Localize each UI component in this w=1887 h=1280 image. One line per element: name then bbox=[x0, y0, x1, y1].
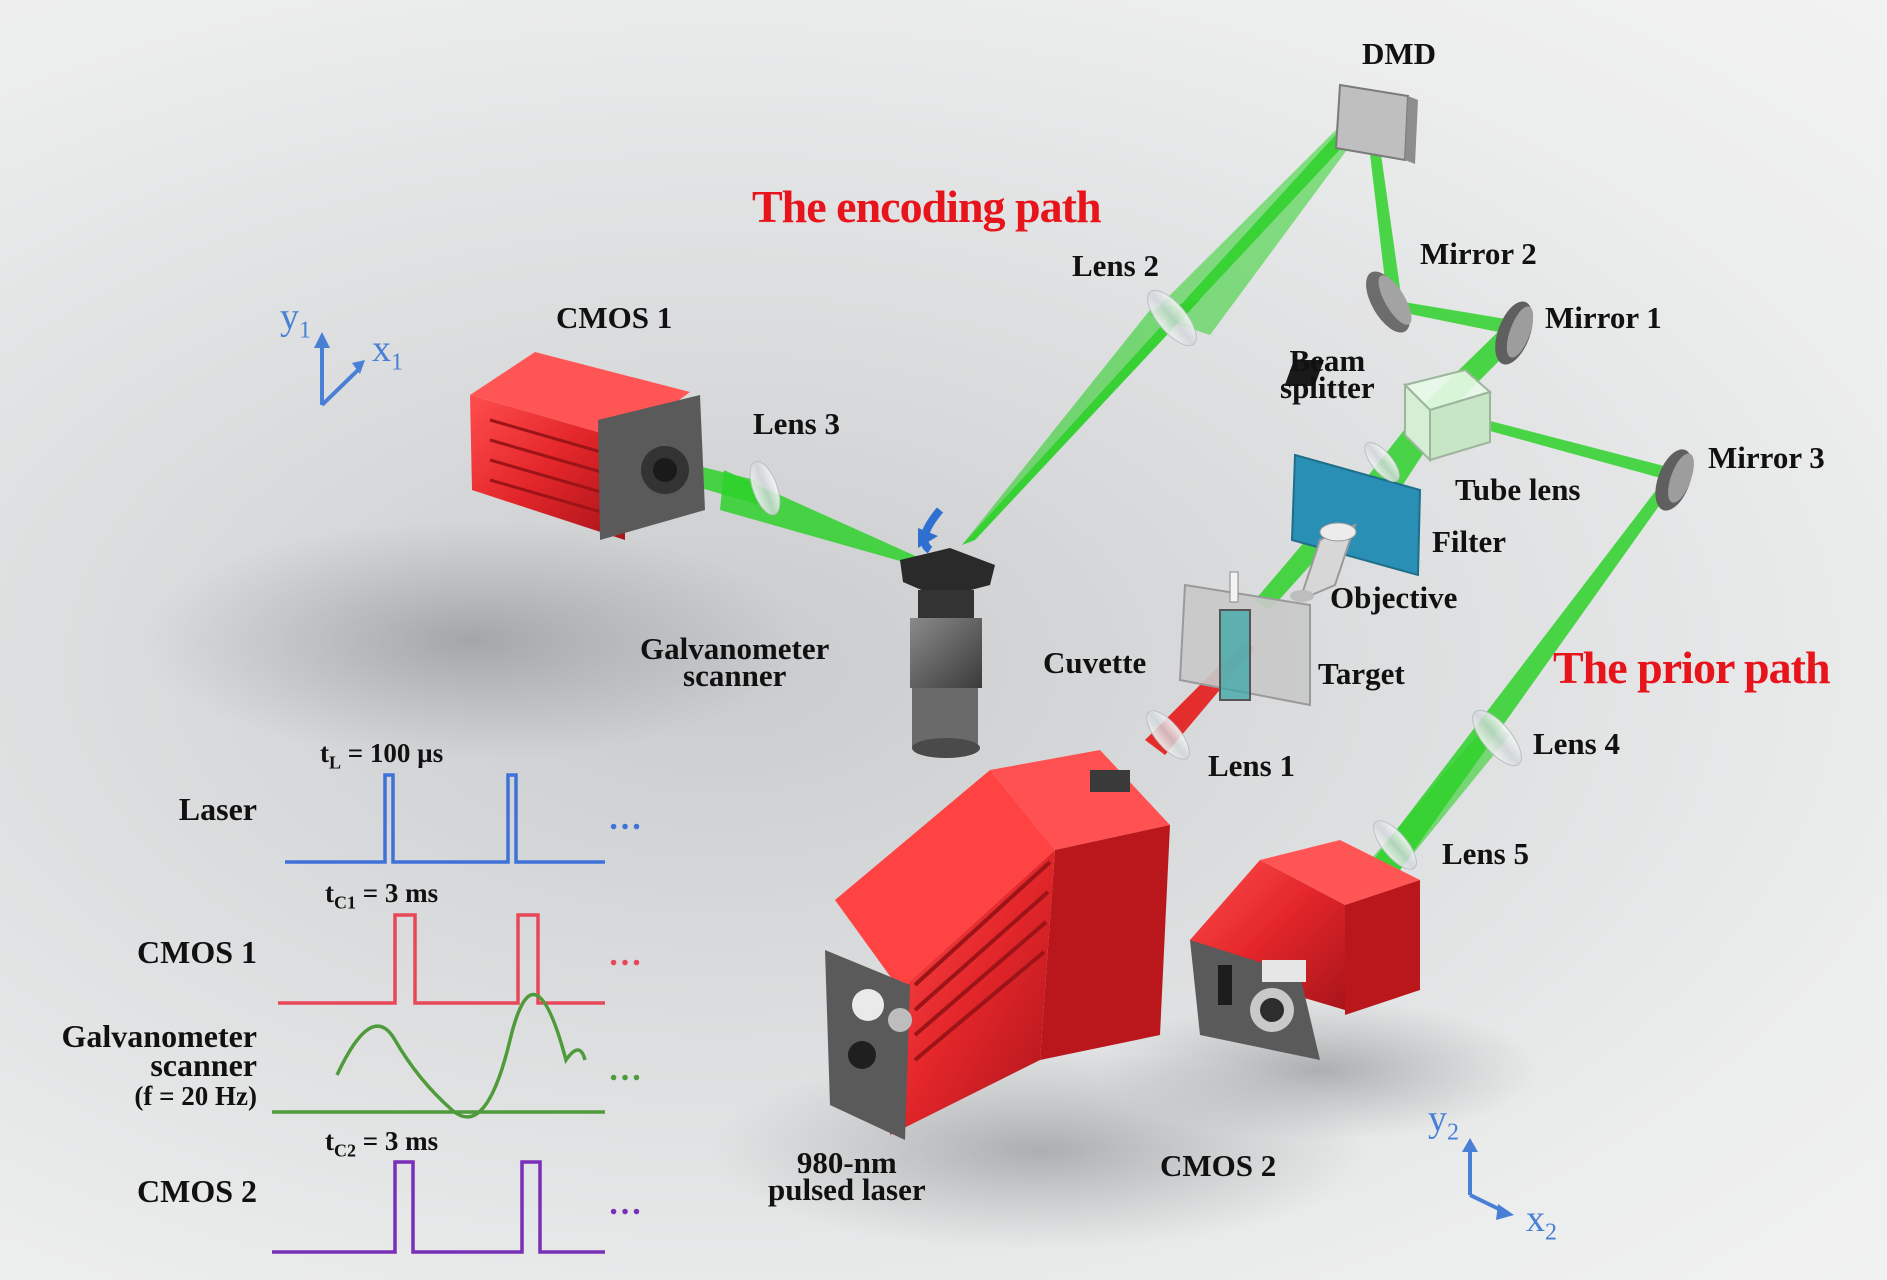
galvo-sine-trace bbox=[335, 992, 587, 1119]
beam-lens2-wide bbox=[1150, 108, 1375, 335]
laser-pulse-trace bbox=[285, 773, 605, 864]
axis-x1-label: x1 bbox=[372, 328, 403, 376]
lens2-device bbox=[1147, 289, 1197, 347]
lens3-label: Lens 3 bbox=[753, 406, 840, 441]
lens4-label: Lens 4 bbox=[1533, 726, 1620, 761]
cmos1-pulse-trace bbox=[278, 913, 605, 1005]
lens1-device bbox=[1146, 710, 1190, 760]
lens3-device bbox=[749, 460, 781, 516]
galvo-ellipsis: … bbox=[608, 1051, 644, 1088]
mirror2-device bbox=[1366, 271, 1412, 333]
tube-lens-label: Tube lens bbox=[1455, 472, 1581, 507]
timing-diagram bbox=[272, 773, 605, 1254]
lens5-label: Lens 5 bbox=[1442, 836, 1529, 871]
galvo-row-line1: Galvanometer bbox=[61, 1018, 258, 1054]
laser-label-line1: 980-nm bbox=[796, 1145, 897, 1180]
pulsed-laser-label: 980-nm pulsed laser bbox=[768, 1147, 926, 1205]
mirror1-device bbox=[1495, 301, 1534, 365]
beam-prior-wide bbox=[1372, 720, 1510, 870]
beam-galvo-lens2-wide bbox=[962, 300, 1200, 545]
target-label: Target bbox=[1318, 656, 1405, 691]
laser-label-line2: pulsed laser bbox=[768, 1171, 926, 1207]
galvo-row-line2: scanner bbox=[150, 1046, 257, 1083]
beam-dmd-mirror2 bbox=[1365, 112, 1402, 306]
tl-annotation: tL = 100 µs bbox=[320, 738, 444, 773]
galvo-label-line1: Galvanometer bbox=[640, 631, 830, 666]
mirror3-label: Mirror 3 bbox=[1708, 440, 1825, 475]
tc1-annotation: tC1 = 3 ms bbox=[325, 878, 439, 913]
cmos2-pulse-trace bbox=[272, 1160, 605, 1254]
galvo-row-line3: (f = 20 Hz) bbox=[134, 1080, 257, 1111]
mirror2-label: Mirror 2 bbox=[1420, 236, 1537, 271]
beam-mirror2-mirror1 bbox=[1392, 300, 1518, 336]
beam-splitter-device bbox=[1284, 360, 1493, 463]
lens5-device bbox=[1373, 820, 1417, 870]
objective-device bbox=[1290, 522, 1357, 602]
target-cuvette-device bbox=[1178, 571, 1311, 707]
rotation-arrow-icon bbox=[920, 507, 944, 554]
mirror1-label: Mirror 1 bbox=[1545, 300, 1662, 335]
cmos2-label: CMOS 2 bbox=[1160, 1148, 1277, 1183]
laser-ellipsis: … bbox=[608, 800, 644, 837]
filter-label: Filter bbox=[1432, 524, 1507, 559]
timing-row-laser-label: Laser bbox=[178, 791, 257, 827]
cmos1-ellipsis: … bbox=[608, 936, 644, 973]
tc2-annotation: tC2 = 3 ms bbox=[325, 1126, 439, 1161]
galvanometer-scanner-device bbox=[900, 507, 995, 758]
beam-splitter-label: Beam splitter bbox=[1280, 345, 1375, 403]
mirror3-device bbox=[1655, 449, 1694, 511]
prior-path-title: The prior path bbox=[1553, 642, 1831, 693]
lens4-device bbox=[1472, 709, 1522, 767]
axis-set-1 bbox=[314, 332, 365, 407]
beam-bs-mirror3 bbox=[1440, 408, 1675, 482]
cmos1-device bbox=[470, 352, 705, 540]
lens1-label: Lens 1 bbox=[1208, 748, 1295, 783]
axis-y1-label: y1 bbox=[280, 296, 311, 344]
galvanometer-scanner-label: Galvanometer scanner bbox=[640, 633, 829, 691]
galvo-label-line2: scanner bbox=[683, 657, 787, 693]
timing-row-galvo-label: Galvanometer scanner (f = 20 Hz) bbox=[62, 1020, 258, 1111]
timing-row-cmos2-label: CMOS 2 bbox=[137, 1173, 257, 1209]
axis-y2-label: y2 bbox=[1428, 1098, 1459, 1146]
shadow-cmos1 bbox=[140, 520, 800, 760]
encoding-path-title: The encoding path bbox=[752, 181, 1102, 232]
pulsed-laser-device bbox=[825, 750, 1170, 1140]
axis-set-2 bbox=[1462, 1138, 1514, 1220]
cmos2-ellipsis: … bbox=[608, 1185, 644, 1222]
cmos2-device bbox=[1190, 840, 1420, 1060]
beam-splitter-label-line2: splitter bbox=[1280, 369, 1375, 405]
dmd-label: DMD bbox=[1362, 36, 1437, 71]
shadow-cmos2 bbox=[1100, 1000, 1540, 1140]
tube-lens-device bbox=[1364, 442, 1400, 482]
cuvette-label: Cuvette bbox=[1043, 645, 1147, 680]
timing-row-cmos1-label: CMOS 1 bbox=[137, 934, 257, 970]
cmos1-label: CMOS 1 bbox=[556, 300, 673, 335]
objective-label: Objective bbox=[1330, 580, 1458, 615]
beam-splitter-label-line1: Beam bbox=[1289, 343, 1366, 378]
axis-x2-label: x2 bbox=[1526, 1198, 1557, 1246]
lens2-label: Lens 2 bbox=[1072, 248, 1159, 283]
